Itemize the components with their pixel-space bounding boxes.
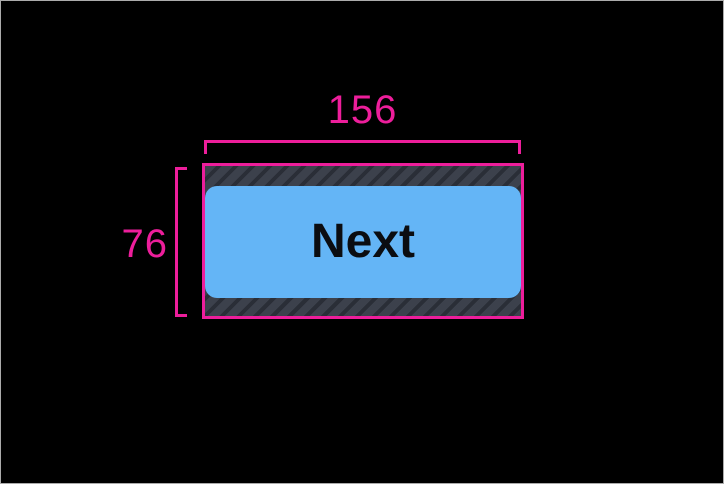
widget-bounds-outline: Next [202,163,524,319]
height-measurement-bracket [175,167,187,317]
height-dimension-label: 76 [121,222,168,266]
next-button-label: Next [310,215,416,268]
width-measurement-bracket [204,140,521,154]
width-dimension-label: 156 [327,88,398,132]
next-button[interactable]: Next [205,186,521,298]
